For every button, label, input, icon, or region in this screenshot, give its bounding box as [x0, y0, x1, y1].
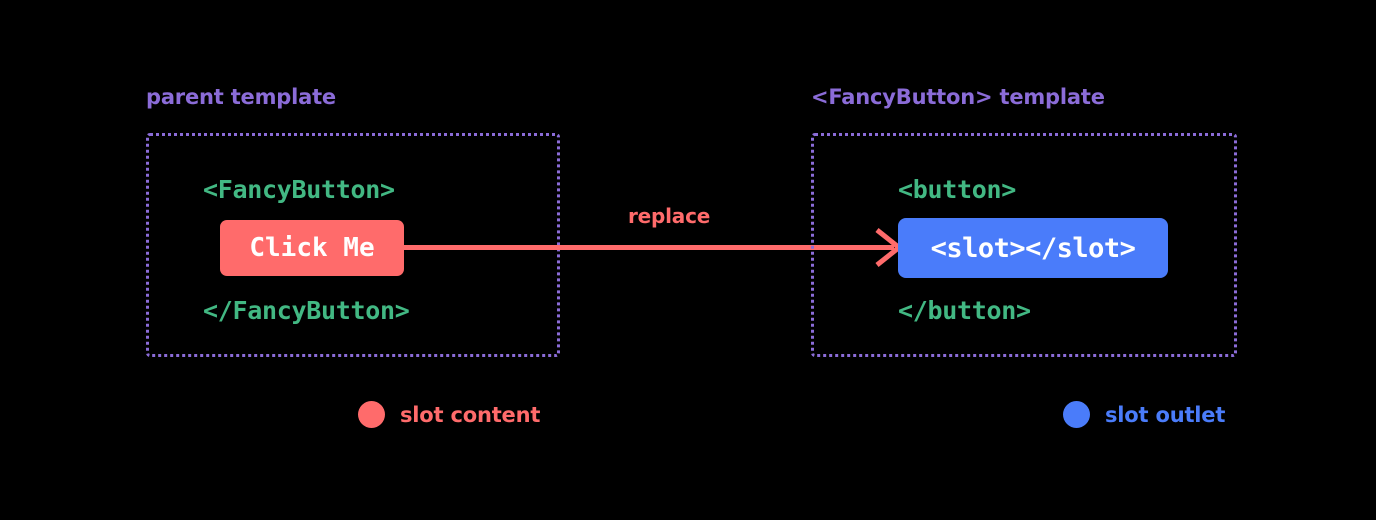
code-line-fancybutton-open: <FancyButton> [203, 175, 395, 204]
legend-item-slot-outlet: slot outlet [1063, 401, 1225, 428]
code-line-button-close: </button> [898, 296, 1031, 325]
legend-dot-icon-slot-content [358, 401, 385, 428]
slot-content-chip[interactable]: Click Me [220, 220, 404, 276]
legend-label-slot-content: slot content [400, 402, 541, 427]
code-line-button-open: <button> [898, 175, 1017, 204]
parent-template-title: parent template [146, 85, 336, 109]
legend-item-slot-content: slot content [358, 401, 540, 428]
fancybutton-template-title: <FancyButton> template [811, 85, 1105, 109]
slot-outlet-chip[interactable]: <slot></slot> [898, 218, 1168, 278]
code-line-fancybutton-close: </FancyButton> [203, 296, 410, 325]
slot-outlet-chip-label: <slot></slot> [930, 232, 1136, 264]
legend-label-slot-outlet: slot outlet [1105, 402, 1226, 427]
slot-content-chip-label: Click Me [249, 233, 375, 263]
legend-dot-icon-slot-outlet [1063, 401, 1090, 428]
fancybutton-template-panel [811, 133, 1237, 357]
replace-arrow-label: replace [628, 204, 711, 228]
